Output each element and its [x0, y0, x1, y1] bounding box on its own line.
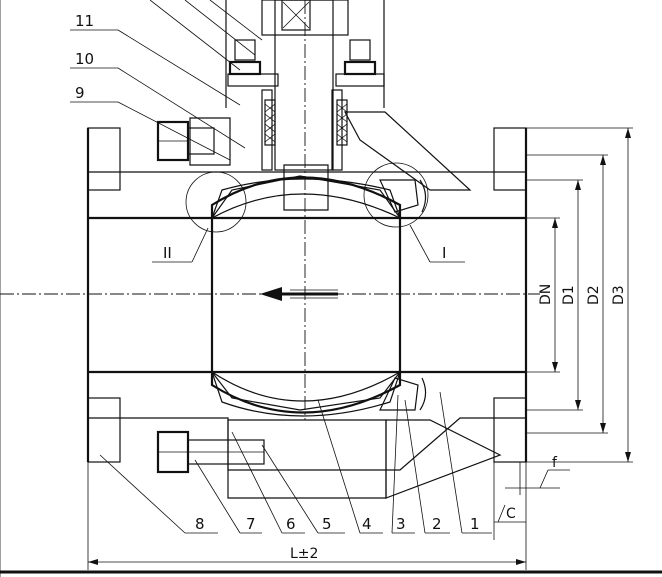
- label-part-2: 2: [432, 515, 442, 533]
- lower-bolt: [156, 430, 265, 474]
- label-part-9: 9: [75, 84, 85, 102]
- label-part-7: 7: [246, 515, 256, 533]
- part-labels: 11 10 9 8 7 6 5 4 3 2 1 II I: [75, 12, 480, 533]
- dim-d3: D3: [611, 285, 627, 305]
- dim-d1: D1: [561, 285, 577, 305]
- seats: [379, 179, 427, 411]
- label-part-8: 8: [195, 515, 205, 533]
- label-part-10: 10: [75, 50, 94, 68]
- upper-body: [87, 89, 527, 219]
- detail-circles: [185, 162, 429, 233]
- ball: [210, 176, 402, 417]
- label-part-3: 3: [396, 515, 406, 533]
- label-part-1: 1: [470, 515, 480, 533]
- top-leaders: [70, 0, 263, 161]
- dim-d2: D2: [586, 285, 602, 305]
- upper-bolt: [156, 120, 215, 162]
- label-part-11: 11: [75, 12, 94, 30]
- label-detail-1: I: [442, 244, 446, 262]
- dimension-labels: DN D1 D2 D3 f C L±2: [290, 284, 627, 562]
- label-part-5: 5: [322, 515, 332, 533]
- dim-f: f: [552, 455, 558, 471]
- dim-dn: DN: [538, 284, 554, 305]
- detail-leaders: [152, 224, 465, 263]
- dim-length: L±2: [290, 546, 318, 562]
- label-detail-2: II: [163, 244, 172, 262]
- label-part-4: 4: [362, 515, 372, 533]
- label-part-6: 6: [286, 515, 296, 533]
- dim-c: C: [506, 506, 516, 522]
- center-lines: [0, 0, 540, 420]
- bottom-leaders: [99, 391, 492, 534]
- dimension-lines: [87, 127, 633, 570]
- lower-body: [87, 371, 527, 499]
